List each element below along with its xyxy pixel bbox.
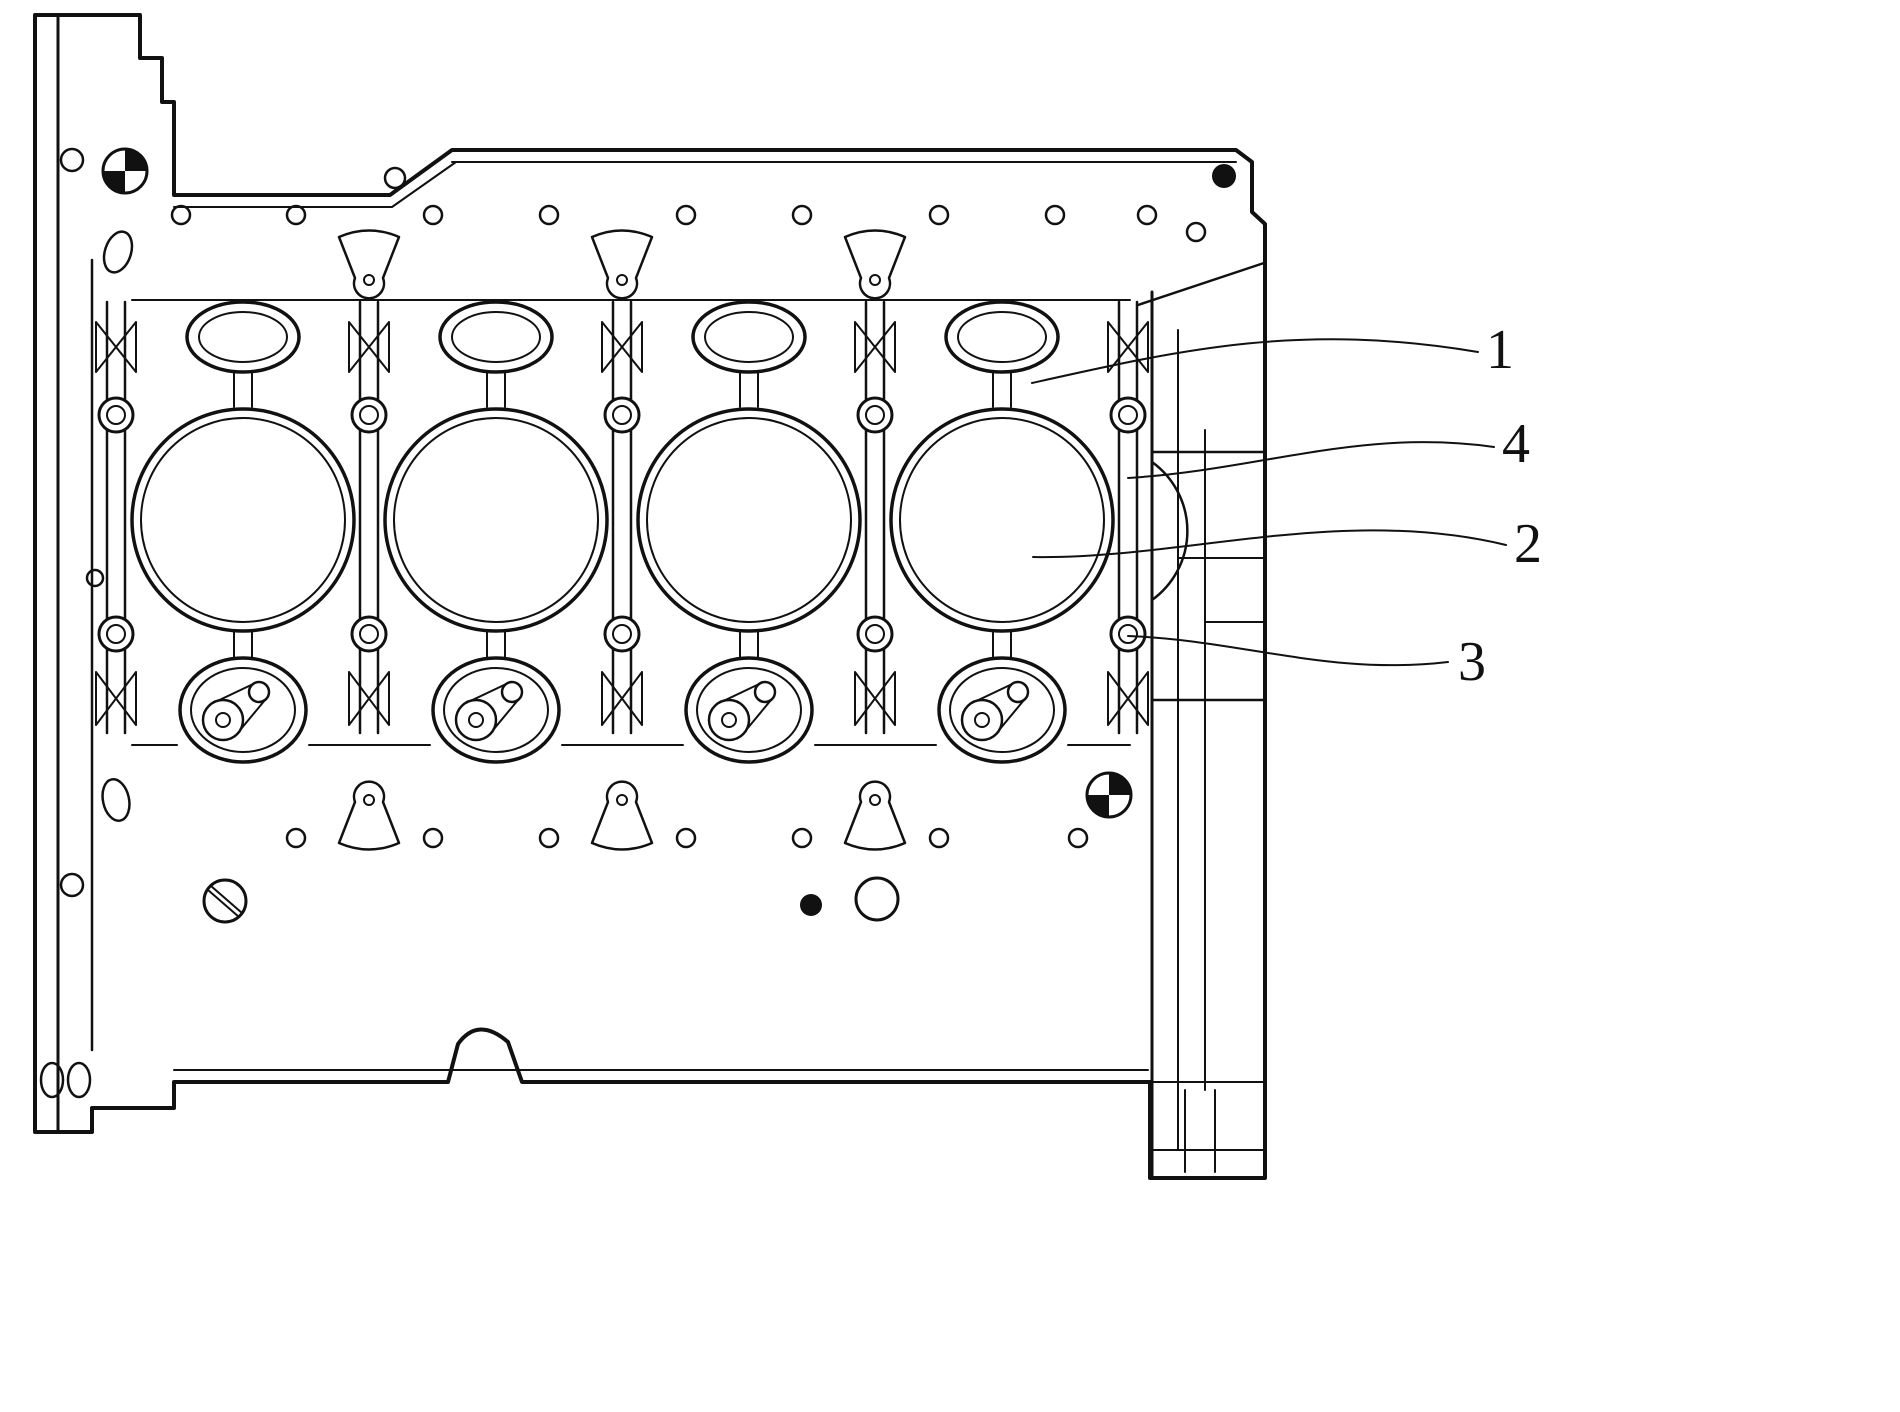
dowel-dot-top-right xyxy=(1212,164,1236,188)
fiducial-mark-top-left xyxy=(101,147,149,195)
leader-line-2 xyxy=(1032,529,1507,559)
callout-label-3: 3 xyxy=(1458,631,1486,693)
left-flange xyxy=(39,13,134,1134)
leader-lines xyxy=(1031,338,1507,667)
right-side-face xyxy=(1136,261,1267,1180)
callout-labels: 1 4 2 3 xyxy=(1458,319,1542,693)
drawing-root: 1 4 2 3 xyxy=(33,13,1542,1180)
bottom-bolt-holes xyxy=(285,827,1089,849)
plain-port-bottom xyxy=(854,876,900,922)
structure-lines xyxy=(131,161,1237,1071)
leader-line-3 xyxy=(1127,635,1449,667)
leader-line-4 xyxy=(1127,441,1495,479)
block-outline xyxy=(33,13,1267,1180)
fiducial-mark-bottom-right xyxy=(1085,771,1133,819)
dowel-dot-bottom xyxy=(800,894,822,916)
screw-head xyxy=(202,878,248,924)
callout-label-1: 1 xyxy=(1486,319,1514,381)
leader-line-1 xyxy=(1031,338,1479,384)
callout-label-4: 4 xyxy=(1502,413,1530,475)
top-bolt-holes xyxy=(170,166,1207,243)
callout-label-2: 2 xyxy=(1514,513,1542,575)
